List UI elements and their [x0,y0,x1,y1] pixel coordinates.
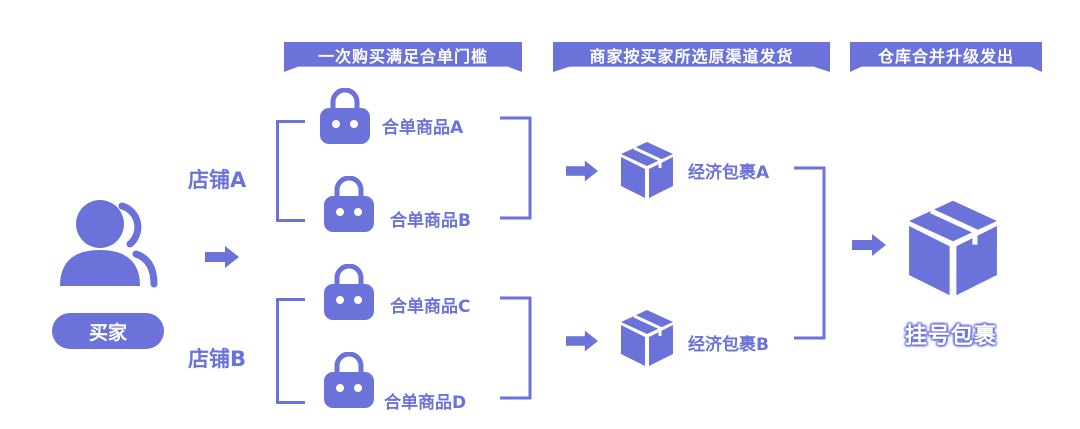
store-b-label: 店铺B [188,347,247,371]
header-step1: 一次购买满足合单门槛 [284,42,522,72]
item-label: 合单商品B [390,211,471,231]
item-label: 合单商品A [382,118,464,138]
store-b-bracket [276,298,305,404]
arrow-right-icon [852,234,886,256]
item-label: 合单商品D [384,393,467,413]
shopping-bag-icon [324,176,374,232]
item-bracket [500,296,532,400]
header-step2: 商家按买家所选原渠道发货 [553,42,830,72]
item-label: 合单商品C [390,297,471,317]
final-package-label: 挂号包裹 [905,324,998,349]
box-icon [909,200,997,296]
shopping-bag-icon [324,264,374,320]
box-icon [621,142,673,198]
header-step3: 仓库合并升级发出 [850,42,1042,72]
buyer-label: 买家 [52,313,164,349]
package-b-label: 经济包裹B [688,335,769,355]
shopping-bag-icon [324,352,374,408]
merge-bracket [794,166,826,340]
item-bracket [500,116,532,220]
shopping-bag-icon [320,88,370,144]
arrow-right-icon [566,160,598,182]
arrow-right-icon [205,246,239,268]
arrow-right-icon [566,330,598,352]
store-a-label: 店铺A [188,168,247,192]
package-a-label: 经济包裹A [688,163,770,183]
user-icon [60,200,158,288]
store-a-bracket [276,120,305,222]
box-icon [621,310,673,366]
